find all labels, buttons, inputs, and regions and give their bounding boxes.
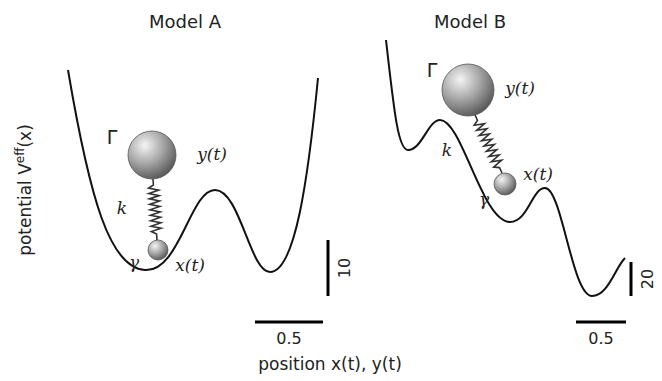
scale-bar (576, 321, 626, 324)
spring (149, 179, 162, 240)
scale-bar (255, 321, 323, 324)
variable-label: k (117, 200, 127, 217)
model-title: Model A (149, 13, 221, 31)
heavy-bead (442, 64, 494, 116)
variable-label: k (442, 142, 452, 159)
scale-value: 10 (337, 258, 353, 278)
spring (474, 115, 502, 173)
axis-label-part: (x) (15, 124, 35, 147)
light-bead (148, 240, 168, 260)
potential-curve-b (386, 40, 625, 296)
light-bead (494, 173, 516, 195)
potential-curve-a (68, 70, 318, 272)
scale-value: 0.5 (588, 331, 613, 347)
variable-label: y(t) (197, 146, 227, 163)
scale-bar (630, 262, 633, 296)
variable-label: x(t) (523, 166, 553, 183)
symbol-label: Γ (107, 128, 118, 147)
superscript: eff (13, 148, 27, 164)
model-title: Model B (434, 13, 506, 31)
scale-bar (327, 240, 330, 296)
variable-label: x(t) (175, 257, 205, 274)
variable-label: γ (129, 254, 139, 271)
variable-label: γ (479, 191, 489, 208)
heavy-bead (128, 131, 176, 179)
scale-value: 20 (640, 269, 656, 289)
axis-label: position x(t), y(t) (258, 356, 402, 373)
axis-label-part: potential V (15, 163, 35, 256)
axis-label: potential Veff(x) (14, 124, 34, 256)
variable-label: y(t) (505, 80, 535, 97)
symbol-label: Γ (427, 61, 438, 80)
scale-value: 0.5 (276, 331, 301, 347)
